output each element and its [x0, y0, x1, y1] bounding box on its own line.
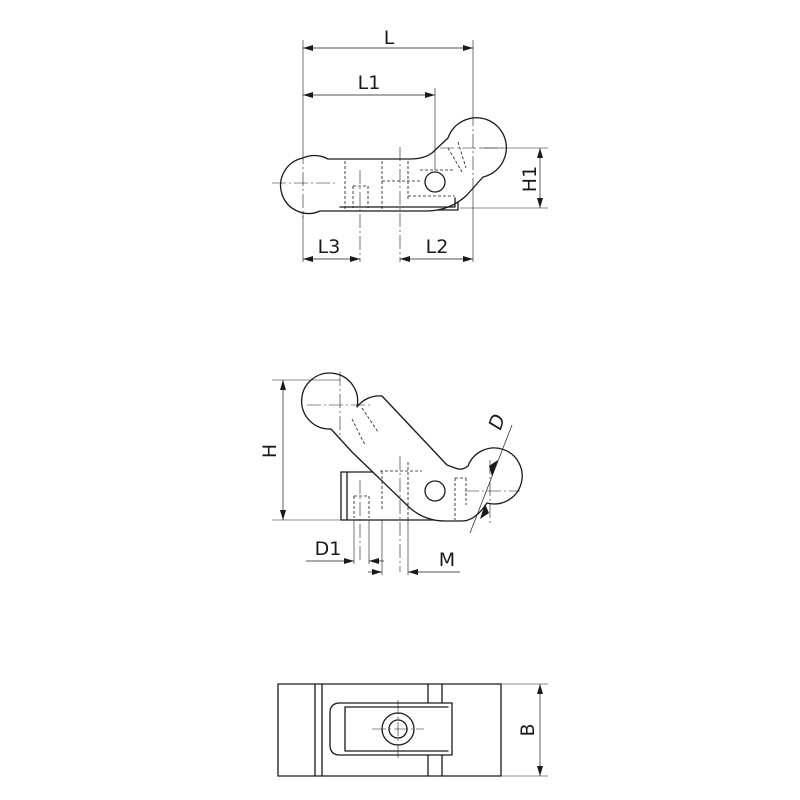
- dim-D1: D1: [306, 520, 384, 564]
- dim-label-L3: L3: [318, 236, 341, 258]
- dim-label-H: H: [259, 444, 281, 458]
- dim-M: M: [368, 520, 460, 575]
- dim-label-D: D: [485, 411, 511, 432]
- dim-H1: H1: [460, 147, 548, 209]
- top-view-hidden-lines: [344, 141, 467, 210]
- dim-H: H: [259, 379, 341, 521]
- dim-L1: L1: [303, 72, 436, 170]
- top-view-wedge: [339, 197, 456, 208]
- dim-L2: L2: [400, 178, 474, 262]
- dim-L: L: [302, 27, 474, 150]
- middle-view-center-lines: [307, 372, 520, 572]
- bottom-view: B: [277, 683, 548, 777]
- top-view: L L1 H1 L3 L2: [272, 27, 548, 262]
- top-view-pivot-pin: [424, 171, 446, 193]
- dim-label-L2: L2: [426, 236, 449, 258]
- bottom-view-slot-inner: [344, 706, 449, 752]
- middle-view: H D D1 M: [259, 372, 523, 575]
- dim-label-L: L: [384, 27, 395, 49]
- dim-B: B: [501, 683, 548, 777]
- dim-label-M: M: [439, 549, 455, 571]
- dim-label-H1: H1: [519, 166, 541, 192]
- middle-view-lever: [301, 372, 523, 522]
- dim-label-L1: L1: [358, 72, 381, 94]
- middle-view-hidden-lines: [351, 407, 467, 520]
- top-view-lever: [279, 117, 508, 215]
- middle-view-pivot-pin: [424, 480, 446, 502]
- dim-D: D: [469, 411, 513, 534]
- dim-label-B: B: [517, 723, 539, 736]
- dim-L3: L3: [302, 213, 360, 262]
- dim-label-D1: D1: [315, 538, 342, 560]
